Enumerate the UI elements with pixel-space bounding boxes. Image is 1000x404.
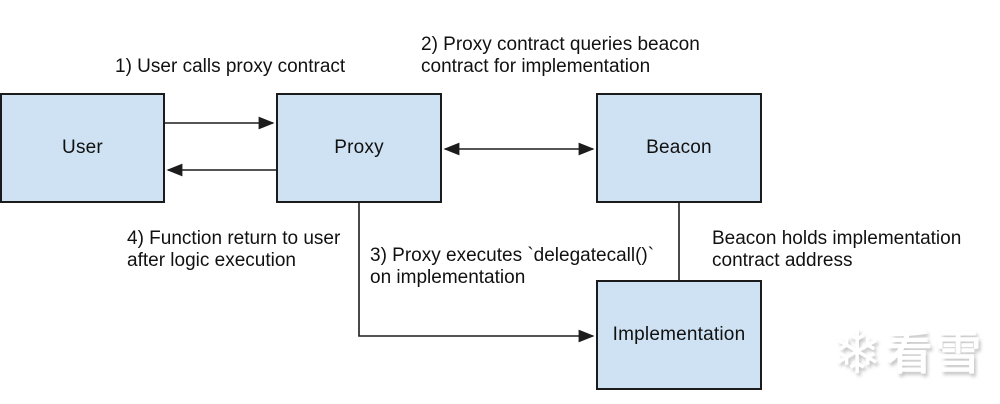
node-implementation-label: Implementation bbox=[612, 324, 746, 345]
node-beacon-label: Beacon bbox=[646, 137, 712, 158]
node-proxy: Proxy bbox=[276, 93, 442, 203]
watermark-kanxue: ❄ 看雪 bbox=[832, 323, 984, 383]
annotation-step2: 2) Proxy contract queries beacon contrac… bbox=[421, 34, 700, 77]
node-implementation: Implementation bbox=[596, 280, 762, 390]
annotation-step4: 4) Function return to user after logic e… bbox=[127, 228, 341, 271]
annotation-step3: 3) Proxy executes `delegatecall()` on im… bbox=[370, 245, 655, 288]
annotation-beacon-note: Beacon holds implementation contract add… bbox=[712, 228, 962, 271]
node-user: User bbox=[0, 93, 165, 203]
annotation-step1: 1) User calls proxy contract bbox=[115, 56, 346, 77]
watermark-brand-text: 看雪 bbox=[886, 327, 985, 379]
node-proxy-label: Proxy bbox=[334, 137, 384, 158]
snowflake-icon: ❄ bbox=[832, 319, 883, 386]
node-beacon: Beacon bbox=[596, 93, 762, 203]
node-user-label: User bbox=[62, 137, 103, 158]
